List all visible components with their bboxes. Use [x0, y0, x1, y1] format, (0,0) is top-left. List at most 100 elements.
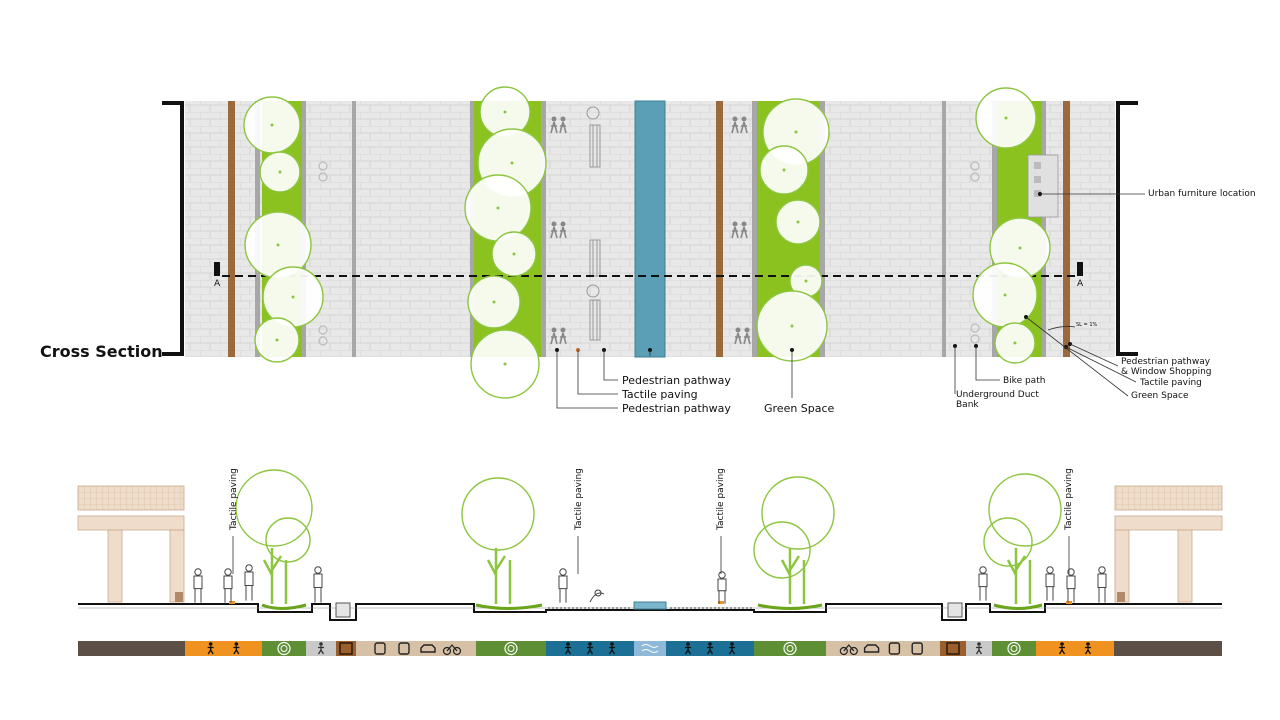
wood-strip-right [1063, 101, 1070, 357]
walkers-icon [207, 642, 214, 655]
tree-trunk [780, 548, 806, 604]
bench-icon [586, 106, 601, 341]
label-green-center: Green Space [764, 402, 835, 415]
section-bracket-right [1116, 101, 1138, 356]
label-tactile-center: Tactile paving [622, 388, 698, 401]
pedestrian-icon [317, 642, 325, 655]
planter [757, 603, 823, 610]
building-left-column [107, 529, 123, 603]
walkers-icon [734, 327, 751, 345]
tram-icon [374, 642, 386, 655]
car-icon [863, 644, 880, 653]
curb [541, 101, 546, 357]
bicycle-icon [970, 161, 980, 182]
building-right-upper [1114, 485, 1223, 511]
section-marker-label: A [1077, 279, 1084, 289]
tree-canopy-icon [461, 477, 535, 551]
walkers-icon [1084, 642, 1092, 655]
tree-trunk [1006, 548, 1032, 604]
pedestrian-icon [706, 642, 714, 655]
label-ped-pathway-b: Pedestrian pathway [622, 402, 731, 415]
building-right-beam [1114, 515, 1223, 531]
bus-icon [888, 642, 901, 655]
label-duct-line2: Bank [956, 400, 979, 410]
duct-icon [946, 642, 960, 655]
pedestrian-icon [586, 642, 594, 655]
wheelchair-icon [684, 642, 692, 655]
label-duct: Underground Duct Bank [956, 390, 1039, 410]
walkers-icon [728, 642, 736, 655]
section-label-tactile: Tactile paving [574, 468, 584, 530]
label-ped-window: Pedestrian pathway & Window Shopping [1121, 357, 1212, 377]
pedestrian-icon [975, 642, 983, 655]
label-ped-pathway-a: Pedestrian pathway [622, 374, 731, 387]
pedestrian-icon [717, 571, 727, 604]
label-bike-path: Bike path [1003, 376, 1046, 386]
tree-canopy-icon [235, 469, 313, 547]
title: Cross Section [40, 342, 163, 361]
pedestrian-icon [223, 568, 233, 603]
planter [993, 603, 1043, 610]
car-icon [420, 644, 436, 653]
legend-segment [826, 641, 940, 656]
section-marker [214, 262, 220, 276]
label-ped-window-line2: & Window Shopping [1121, 367, 1212, 377]
pedestrian-icon [1097, 566, 1107, 603]
water-channel [634, 100, 666, 358]
tree-icon [1007, 641, 1021, 656]
building-right-column [1177, 529, 1193, 603]
label-slope-note: SL = 1% [1076, 322, 1098, 328]
wheelchair-icon [233, 642, 240, 655]
walkers-icon [731, 116, 748, 134]
walkers-icon [564, 642, 572, 655]
wheelchair-icon [608, 642, 616, 655]
tree-trunk [486, 548, 512, 604]
furniture-alcove [1027, 154, 1059, 218]
tree-icon [277, 641, 291, 656]
water-icon [641, 644, 659, 653]
tree-canopy-icon [761, 476, 835, 550]
tree-icon [783, 641, 797, 656]
wood-strip-left [228, 101, 235, 357]
building-left-column [169, 529, 185, 603]
tree-canopy-icon [753, 521, 811, 579]
duct-box [947, 602, 963, 618]
walkers-icon [550, 327, 567, 345]
walkers-icon [550, 221, 567, 239]
pedestrian-icon [193, 568, 203, 603]
tree-canopy-icon [988, 473, 1062, 547]
bicycle-icon [970, 323, 980, 344]
label-ped-window-line1: Pedestrian pathway [1121, 357, 1211, 367]
legend-segment [634, 641, 666, 656]
tactile-paving-marker [1066, 601, 1072, 604]
pedestrian-icon [558, 568, 568, 603]
section-label-tactile: Tactile paving [716, 468, 726, 530]
pedestrian-icon [1045, 566, 1055, 601]
tree-icon [504, 641, 518, 656]
bicycle-icon [318, 161, 328, 182]
section-marker [1077, 262, 1083, 276]
bus-icon [398, 642, 410, 655]
legend-segment [476, 641, 546, 656]
water-channel-section [633, 601, 667, 610]
legend-segment [754, 641, 826, 656]
legend-segment [262, 641, 306, 656]
duct-box [335, 602, 351, 618]
building-left-beam [77, 515, 185, 531]
planter [475, 603, 543, 610]
curb [820, 101, 825, 357]
section-bracket-left [162, 101, 184, 356]
curb [752, 101, 757, 357]
wheelchair-icon [1058, 642, 1066, 655]
pedestrian-icon [244, 564, 254, 601]
pedestrian-icon [313, 566, 323, 603]
pedestrian-icon [1066, 568, 1076, 603]
legend-segment [336, 641, 356, 656]
bicycle-icon [839, 644, 858, 656]
label-duct-line1: Underground Duct [956, 390, 1039, 400]
bicycle-icon [318, 325, 328, 346]
legend-segment [185, 641, 262, 656]
section-label-tactile: Tactile paving [229, 468, 239, 530]
legend-bar [78, 641, 1222, 656]
